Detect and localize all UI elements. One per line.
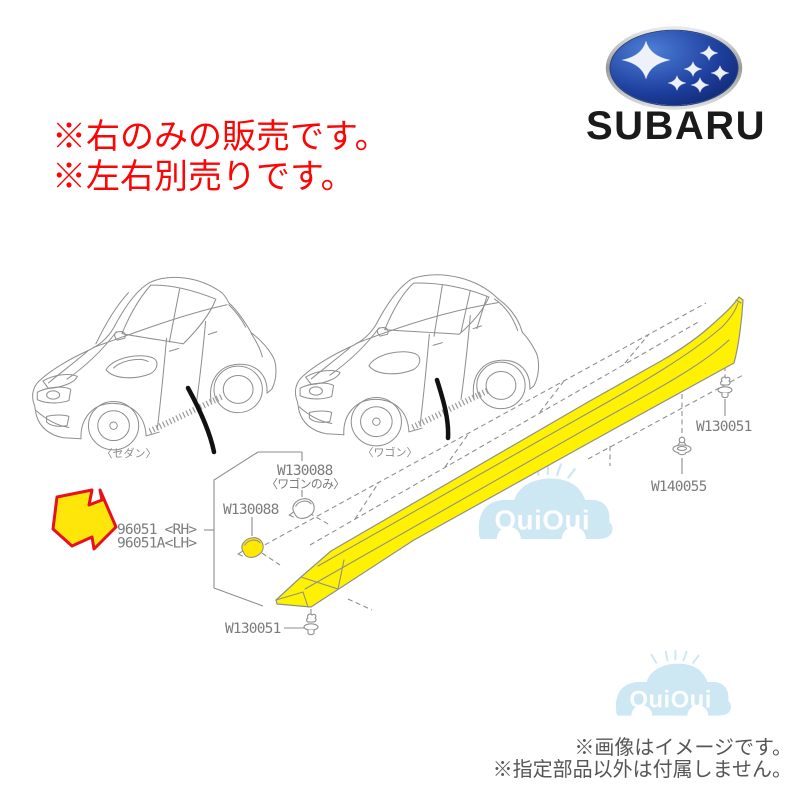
- clip-icon-wagon-only: [285, 496, 317, 522]
- image-disclaimer: ※画像はイメージです。 ※指定部品以外は付属しません。: [493, 737, 792, 781]
- screw-icon-front: [303, 613, 319, 636]
- highlight-arrow: [51, 488, 118, 551]
- part-labels: W130088 〈ワゴンのみ〉 W130088 96051 <RH> 96051…: [117, 419, 752, 637]
- watermark-text: OuiOui: [629, 687, 711, 714]
- part-label-clip-wagon: W130088: [277, 463, 333, 479]
- sedan-label: 〈セダン〉: [102, 446, 157, 460]
- six-stars: [621, 40, 730, 93]
- sales-notice: ※右のみの販売です。 ※左右別売りです。: [52, 117, 389, 197]
- brand-logotype: SUBARU: [585, 104, 767, 148]
- watermark-text: OuiOui: [494, 505, 590, 536]
- notice-line-2: ※左右別売りです。: [52, 158, 355, 196]
- clip-icon-rear: [672, 436, 692, 456]
- wagon-pointer-arrow: [434, 377, 451, 441]
- screw-icon-rear: [717, 376, 733, 399]
- part-label-screw-rear: W130051: [696, 419, 752, 435]
- part-label-main-rh: 96051 <RH>: [117, 522, 197, 538]
- part-label-screw-front: W130051: [225, 621, 281, 637]
- watermark-bottom: OuiOui: [615, 649, 732, 726]
- subaru-logo-icon: [605, 26, 743, 110]
- sedan-pointer-arrow: [185, 385, 217, 455]
- disclaimer-line-2: ※指定部品以外は付属しません。: [492, 759, 792, 781]
- watermark-middle: OuiOui: [478, 462, 613, 552]
- disclaimer-line-1: ※画像はイメージです。: [574, 737, 792, 759]
- part-label-main-lh: 96051A<LH>: [117, 536, 197, 552]
- sedan-drawing: [32, 276, 277, 451]
- leader-lines: [204, 399, 726, 629]
- wagon-sill-hatch: [411, 388, 489, 430]
- part-label-clip: W130088: [223, 502, 279, 518]
- clip-icon-front: [237, 537, 264, 558]
- part-label-clip-wagon-note: 〈ワゴンのみ〉: [266, 476, 344, 491]
- side-sill-spoiler-part: [275, 296, 744, 608]
- wagon-drawing: [294, 274, 540, 447]
- notice-line-1: ※右のみの販売です。: [52, 118, 389, 156]
- wagon-label: 〈ワゴン〉: [363, 445, 418, 459]
- sedan-sill-hatch: [148, 393, 225, 434]
- part-label-clip-rear: W140055: [651, 479, 707, 495]
